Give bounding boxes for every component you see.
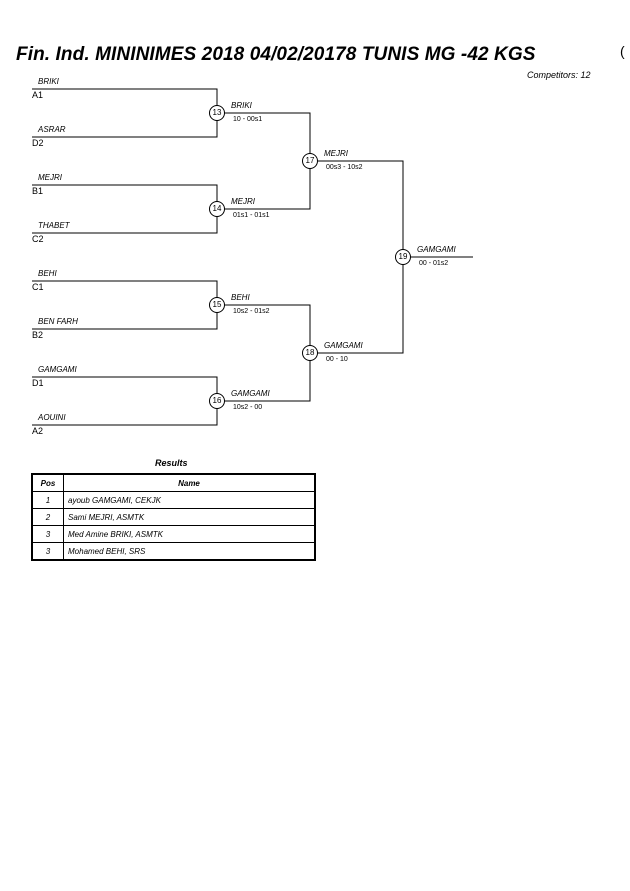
match-winner: MEJRI <box>324 149 348 158</box>
competitor-seed: A1 <box>32 90 44 100</box>
match-score: 10s2 - 01s2 <box>233 308 270 315</box>
final-score: 00 - 01s2 <box>419 260 449 267</box>
competitor-name: AOUINI <box>38 413 66 422</box>
match-number: 15 <box>209 297 225 313</box>
competitor-seed: B1 <box>32 186 44 196</box>
table-row: 3 Med Amine BRIKI, ASMTK <box>31 525 316 543</box>
competitor-name: BRIKI <box>38 77 59 86</box>
match-score: 10s2 - 00 <box>233 404 263 411</box>
match-winner: GAMGAMI <box>231 389 270 398</box>
match-score: 00s3 - 10s2 <box>326 164 363 171</box>
match-number: 17 <box>302 153 318 169</box>
competitor-seed: C1 <box>32 282 44 292</box>
table-row: 3 Mohamed BEHI, SRS <box>31 542 316 561</box>
results-title: Results <box>155 458 188 468</box>
competitor-seed: A2 <box>32 426 44 436</box>
match-number: 19 <box>395 249 411 265</box>
match-winner: MEJRI <box>231 197 255 206</box>
competitor-name: ASRAR <box>38 125 66 134</box>
match-score: 10 - 00s1 <box>233 116 263 123</box>
result-pos: 2 <box>31 508 64 526</box>
match-score: 01s1 - 01s1 <box>233 212 270 219</box>
table-row: 2 Sami MEJRI, ASMTK <box>31 508 316 526</box>
match-number: 16 <box>209 393 225 409</box>
competitor-name: THABET <box>38 221 70 230</box>
match-number: 18 <box>302 345 318 361</box>
match-number: 13 <box>209 105 225 121</box>
match-winner: BRIKI <box>231 101 252 110</box>
competitor-name: BEHI <box>38 269 57 278</box>
competitor-name: BEN FARH <box>38 317 78 326</box>
result-name: Mohamed BEHI, SRS <box>63 542 316 561</box>
competitor-seed: D2 <box>32 138 44 148</box>
result-pos: 3 <box>31 525 64 543</box>
results-header-row: Pos Name <box>31 473 316 492</box>
pos-header: Pos <box>31 473 64 492</box>
competitor-seed: C2 <box>32 234 44 244</box>
match-winner: BEHI <box>231 293 250 302</box>
competitor-seed: D1 <box>32 378 44 388</box>
name-header: Name <box>63 473 316 492</box>
competitor-name: GAMGAMI <box>38 365 77 374</box>
table-row: 1 ayoub GAMGAMI, CEKJK <box>31 491 316 509</box>
event-title: Fin. Ind. MININIMES 2018 04/02/20178 TUN… <box>16 44 536 65</box>
match-winner: GAMGAMI <box>324 341 363 350</box>
competitor-count: Competitors: 12 <box>527 70 591 80</box>
final-winner: GAMGAMI <box>417 245 456 254</box>
competitor-seed: B2 <box>32 330 44 340</box>
result-name: Med Amine BRIKI, ASMTK <box>63 525 316 543</box>
match-number: 14 <box>209 201 225 217</box>
results-table: Pos Name 1 ayoub GAMGAMI, CEKJK 2 Sami M… <box>31 473 316 561</box>
result-pos: 3 <box>31 542 64 561</box>
match-score: 00 - 10 <box>326 356 348 363</box>
result-name: Sami MEJRI, ASMTK <box>63 508 316 526</box>
result-pos: 1 <box>31 491 64 509</box>
title-overflow-paren: ( <box>620 43 625 59</box>
competitor-name: MEJRI <box>38 173 62 182</box>
result-name: ayoub GAMGAMI, CEKJK <box>63 491 316 509</box>
